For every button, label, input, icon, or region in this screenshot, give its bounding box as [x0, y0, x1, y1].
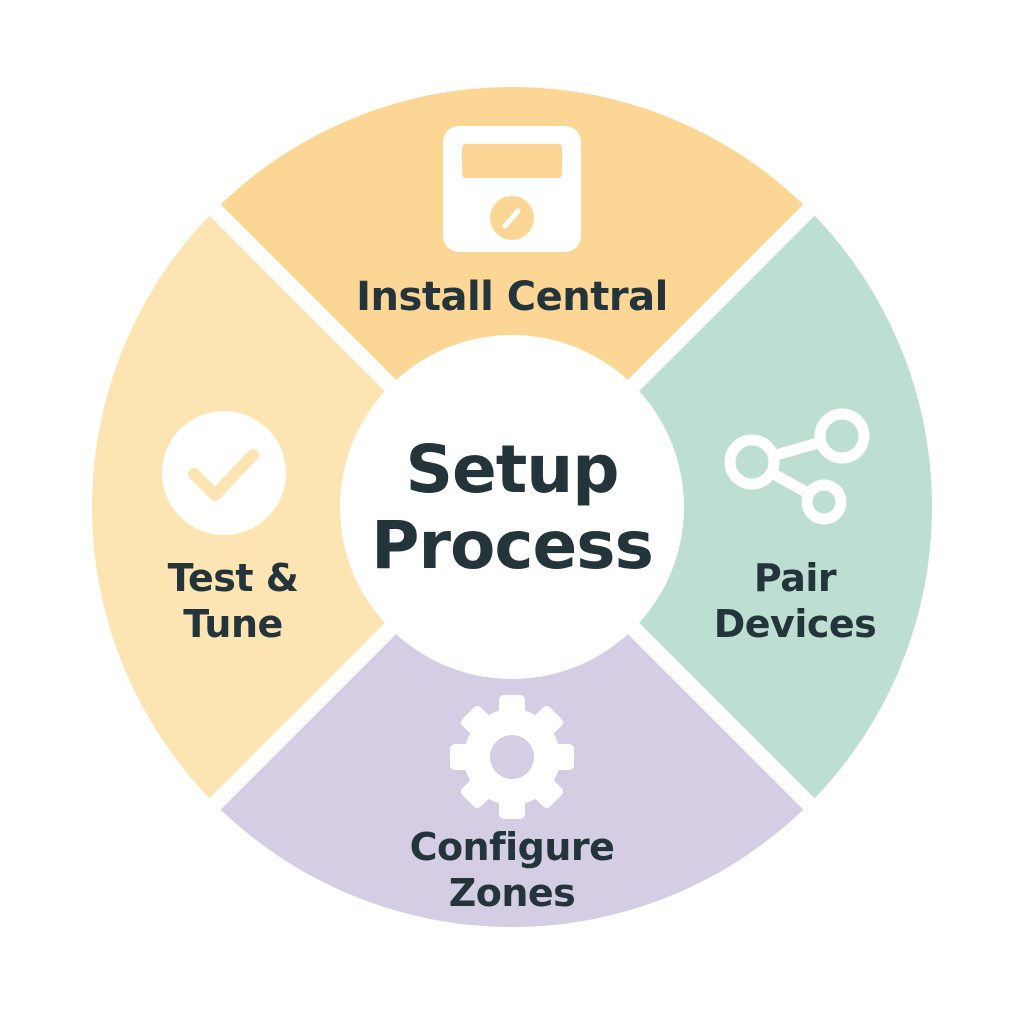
center-title-line2: Process [371, 507, 653, 584]
check-circle-icon [162, 411, 286, 535]
configure-zones-label-line1: Configure [410, 825, 615, 869]
thermostat-icon [443, 126, 581, 252]
center-title-line1: Setup [405, 431, 618, 508]
test-tune-label-line2: Tune [183, 602, 283, 646]
pair-devices-label-line1: Pair [754, 556, 837, 600]
install-central-label: Install Central [356, 274, 668, 320]
configure-zones-label-line2: Zones [449, 871, 576, 915]
segment-pair-devices[interactable] [607, 210, 933, 804]
gear-icon [450, 695, 574, 819]
pair-devices-label-line2: Devices [714, 602, 877, 646]
center-hub [340, 335, 684, 679]
share-icon [724, 408, 870, 525]
test-tune-label-line1: Test & [168, 556, 299, 600]
